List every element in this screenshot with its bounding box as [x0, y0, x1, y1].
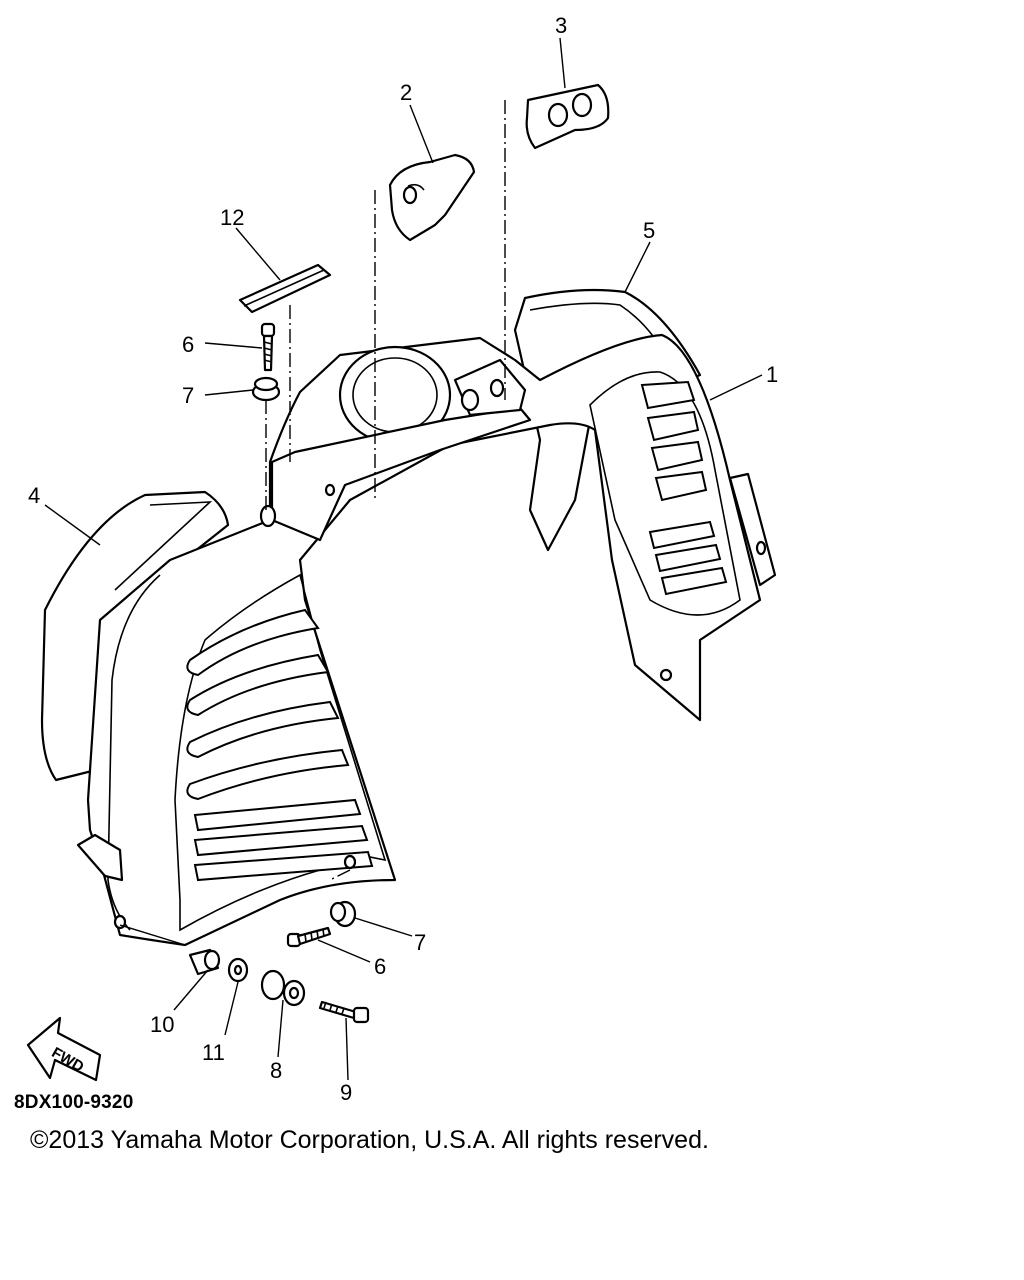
slot: [650, 440, 704, 472]
part-12-strip: [238, 263, 332, 314]
callout-7-lower: 7: [414, 930, 426, 955]
hole: [113, 914, 127, 930]
slot: [640, 380, 696, 410]
callout-12: 12: [220, 205, 244, 230]
part-10-collar: [188, 948, 221, 976]
part-11-washer: [227, 957, 249, 983]
callout-10: 10: [150, 1012, 174, 1037]
part-6-bolt-upper: [260, 322, 276, 372]
hole: [755, 540, 767, 556]
hole: [259, 504, 277, 528]
hole: [324, 483, 336, 497]
part-7-grommet-upper: [251, 376, 281, 402]
leader-lines: [44, 37, 763, 1081]
part-8-bushing: [260, 969, 306, 1007]
diagram-code: 8DX100-9320: [14, 1092, 134, 1113]
fwd-arrow-icon: FWD: [26, 1016, 102, 1082]
slot: [646, 410, 700, 442]
hole: [489, 378, 505, 398]
callout-4: 4: [28, 483, 40, 508]
part-2-bracket: [388, 153, 476, 242]
part-1-right-tab: [728, 472, 777, 587]
hole: [343, 854, 357, 870]
housing-plate: [270, 406, 532, 542]
part-9-bolt: [318, 1000, 370, 1024]
callout-1: 1: [766, 362, 778, 387]
slot: [186, 653, 330, 717]
bracket-arc: [407, 183, 425, 191]
callout-6-lower: 6: [374, 954, 386, 979]
slot: [648, 520, 716, 550]
right-slots: [640, 380, 728, 596]
slot: [193, 798, 362, 832]
copyright-notice: ©2013 Yamaha Motor Corporation, U.S.A. A…: [30, 1126, 709, 1154]
callout-6-upper: 6: [182, 332, 194, 357]
part-4-cover-left: [40, 490, 230, 782]
callout-8: 8: [270, 1058, 282, 1083]
part-1-left-panel: [174, 573, 387, 932]
part-7-grommet-lower: [329, 900, 357, 928]
callout-9: 9: [340, 1080, 352, 1105]
slot: [186, 748, 350, 801]
hole: [402, 185, 418, 205]
callout-numbers: 1 2 3 4 5 6 7 12 7 6 10 11 8 9: [28, 13, 778, 1105]
part-1-rim-line: [107, 574, 161, 931]
part-4-inner-line: [114, 501, 213, 591]
hole: [460, 388, 480, 412]
callout-5: 5: [643, 218, 655, 243]
slot: [193, 850, 374, 882]
callout-2: 2: [400, 80, 412, 105]
callout-11: 11: [202, 1040, 225, 1065]
slot: [193, 824, 369, 857]
part-6-bolt-lower: [286, 926, 332, 948]
callout-7-upper: 7: [182, 383, 194, 408]
strip-edge: [243, 269, 325, 307]
hole: [659, 668, 673, 682]
slot: [654, 470, 708, 502]
slot: [654, 543, 722, 573]
assembly-lines: [265, 100, 506, 881]
part-1-right-panel: [589, 371, 741, 616]
slot: [186, 700, 340, 759]
callout-3: 3: [555, 13, 567, 38]
left-slots: [186, 608, 374, 882]
hole: [547, 102, 569, 128]
hole: [571, 92, 593, 118]
slot: [186, 608, 320, 677]
left-bracket-tab: [76, 833, 124, 882]
slot: [660, 566, 728, 596]
